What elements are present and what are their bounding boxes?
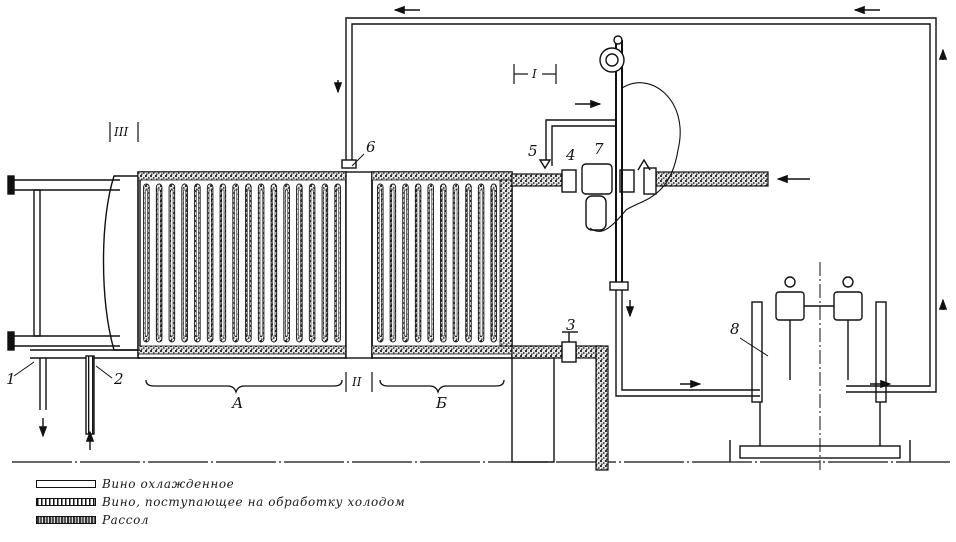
tube-b-core-4	[416, 189, 420, 337]
tube-a-core-11	[272, 189, 276, 337]
outlet-pipes	[30, 349, 140, 450]
brine-inlet-pipe	[511, 171, 810, 187]
tube-a-core-12	[285, 189, 289, 337]
press-frame	[7, 175, 141, 351]
tube-a-core-4	[183, 189, 187, 337]
tube-b-core-7	[454, 189, 458, 337]
tube-a-core-1	[144, 189, 148, 337]
label-8: 8	[730, 320, 740, 338]
section-b-label: Б	[435, 394, 447, 412]
bracket-b	[379, 379, 505, 395]
tube-a-core-5	[195, 189, 199, 337]
wine-inner-circuit	[545, 99, 892, 397]
tube-b-core-1	[378, 189, 382, 337]
tube-b-core-8	[467, 189, 470, 337]
label-4: 4	[565, 146, 576, 164]
label-3: 3	[566, 316, 576, 334]
legend-item-brine: Рассол	[36, 511, 405, 529]
legend-swatch-cooled	[36, 480, 96, 488]
section-a-label: А	[231, 394, 243, 412]
legend: Вино охлажденное Вино, поступающее на об…	[36, 475, 405, 529]
section-b-tubes	[377, 183, 497, 343]
pressure-gauge	[599, 35, 629, 291]
section-a-tubes	[143, 183, 341, 343]
tube-b-core-5	[429, 189, 433, 337]
control-cable	[589, 82, 681, 232]
label-6: 6	[366, 138, 376, 156]
valve-4	[561, 169, 577, 193]
tube-a-core-2	[157, 189, 161, 337]
legend-swatch-brine	[36, 516, 96, 524]
label-1: 1	[6, 370, 16, 388]
cut-label-1: I	[531, 67, 537, 81]
legend-text-incoming: Вино, поступающее на обработку холодом	[102, 495, 406, 509]
tube-a-core-14	[310, 189, 314, 337]
support-stand	[511, 357, 555, 463]
connection-6	[341, 159, 357, 169]
tube-a-core-9	[246, 189, 250, 337]
tube-b-core-2	[391, 189, 395, 337]
section-b-block	[371, 171, 513, 359]
bracket-a	[145, 379, 343, 395]
tube-b-core-9	[479, 189, 483, 337]
divider-plate	[345, 171, 373, 359]
label-5: 5	[528, 142, 538, 160]
cut-marker-2	[345, 372, 373, 392]
cut-marker-3	[109, 122, 139, 142]
tube-a-core-8	[234, 189, 238, 337]
valve-3	[561, 331, 578, 363]
legend-item-incoming: Вино, поступающее на обработку холодом	[36, 493, 405, 511]
tube-a-core-13	[297, 189, 301, 337]
tube-b-core-10	[492, 189, 496, 337]
legend-swatch-incoming	[36, 498, 96, 506]
legend-text-cooled: Вино охлажденное	[102, 477, 235, 491]
cut-marker-1	[513, 64, 557, 84]
tube-a-core-15	[323, 189, 327, 337]
tube-a-core-16	[336, 189, 340, 337]
label-7: 7	[594, 140, 604, 158]
tube-a-core-7	[221, 189, 225, 337]
cut-label-2: II	[351, 375, 362, 389]
tube-a-core-3	[170, 189, 174, 337]
tube-b-core-6	[441, 189, 445, 337]
tube-a-core-6	[208, 189, 212, 337]
cut-label-3: III	[113, 125, 128, 139]
brine-outlet-pipe	[511, 345, 609, 471]
tube-b-core-3	[404, 189, 407, 337]
filter-7	[581, 158, 657, 231]
legend-item-cooled: Вино охлажденное	[36, 475, 405, 493]
label-2: 2	[113, 370, 124, 388]
legend-text-brine: Рассол	[102, 513, 150, 527]
wine-top-circuit	[333, 5, 948, 393]
tube-a-core-10	[259, 189, 263, 337]
connection-5	[538, 159, 552, 170]
